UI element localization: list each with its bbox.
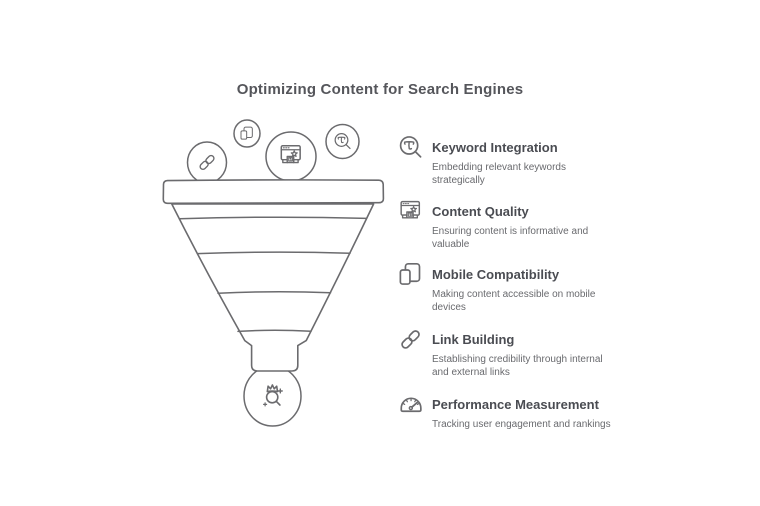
funnel-section-lines: [178, 216, 368, 333]
legend-item-text: Mobile Compatibility Making content acce…: [432, 261, 617, 314]
page-title: Optimizing Content for Search Engines: [236, 81, 524, 98]
funnel-result-badge: [243, 365, 302, 427]
legend-item-description: Ensuring content is informative and valu…: [432, 226, 589, 250]
legend-item-text: Content Quality Ensuring content is info…: [432, 198, 617, 251]
legend-item-title: Mobile Compatibility: [432, 267, 560, 282]
link-icon: [399, 328, 422, 351]
legend-item-performance-measurement: Performance Measurement Tracking user en…: [397, 391, 617, 432]
legend-item-link-building: Link Building Establishing credibility t…: [397, 326, 617, 379]
legend-item-description: Making content accessible on mobile devi…: [432, 289, 596, 313]
legend-item-mobile-compatibility: Mobile Compatibility Making content acce…: [397, 261, 617, 314]
legend-item-title: Performance Measurement: [432, 397, 599, 412]
legend: Keyword Integration Embedding relevant k…: [397, 0, 627, 506]
legend-item-text: Link Building Establishing credibility t…: [432, 326, 617, 379]
mobile-devices-icon: [399, 262, 421, 285]
legend-item-title: Link Building: [432, 332, 515, 347]
legend-item-keyword-integration: Keyword Integration Embedding relevant k…: [397, 134, 617, 187]
legend-item-title: Keyword Integration: [432, 140, 558, 155]
content-quality-icon: [400, 200, 421, 219]
legend-item-title: Content Quality: [432, 204, 529, 219]
funnel-badge-quality: [265, 131, 317, 182]
funnel-body: [171, 203, 375, 372]
legend-item-text: Performance Measurement Tracking user en…: [432, 391, 617, 432]
legend-item-content-quality: Content Quality Ensuring content is info…: [397, 198, 617, 251]
funnel-badge-keyword: [325, 123, 360, 160]
gauge-icon: [400, 397, 422, 413]
funnel-rim: [162, 179, 385, 205]
keyword-search-icon: [399, 136, 422, 158]
legend-item-description: Establishing credibility through interna…: [432, 354, 603, 378]
legend-item-text: Keyword Integration Embedding relevant k…: [432, 134, 617, 187]
funnel-badge-link: [186, 141, 228, 184]
legend-item-description: Tracking user engagement and rankings: [432, 419, 611, 430]
legend-item-description: Embedding relevant keywords strategicall…: [432, 162, 566, 186]
funnel-badge-mobile: [233, 119, 261, 148]
